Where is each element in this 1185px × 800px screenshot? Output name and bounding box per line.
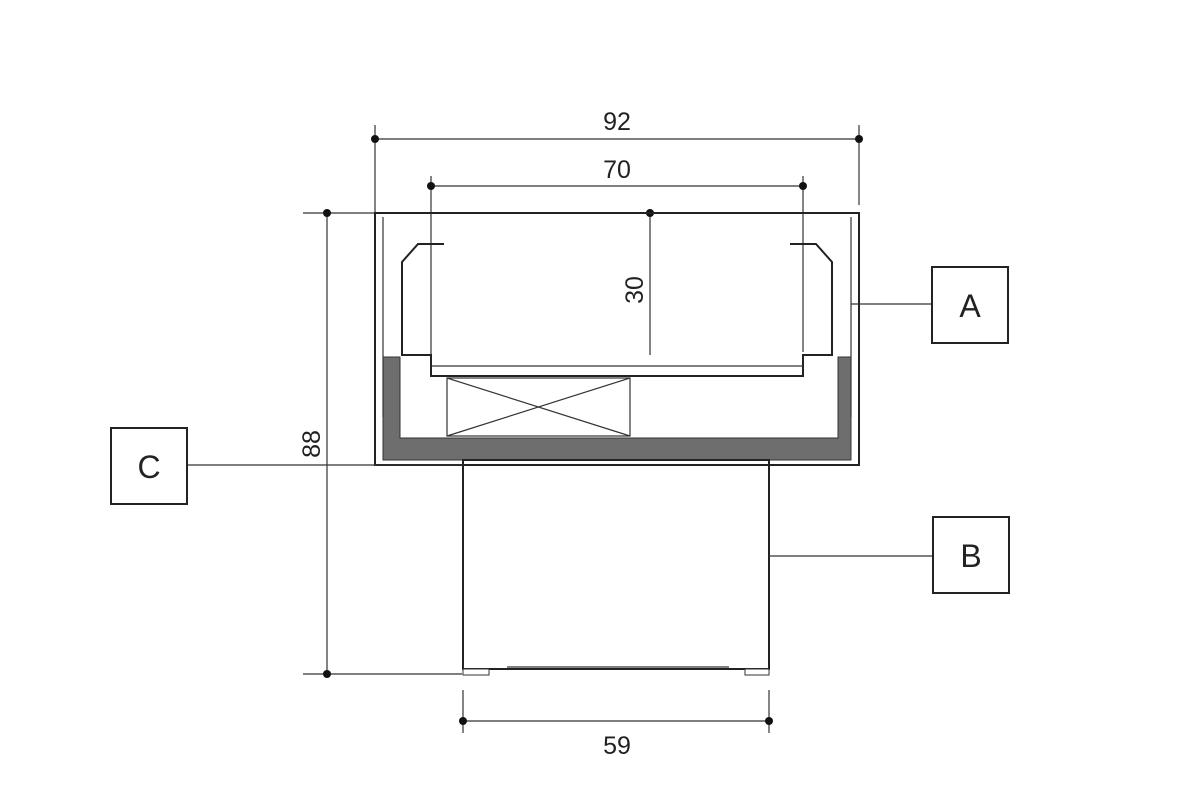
insulation-liner bbox=[382, 356, 852, 461]
callout-c-label: C bbox=[137, 449, 160, 485]
dimension-overall-height: 88 bbox=[298, 209, 462, 678]
overall-height-label: 88 bbox=[298, 430, 326, 458]
compressor-box bbox=[446, 377, 631, 437]
callout-a-label: A bbox=[959, 288, 981, 324]
callout-a: A bbox=[851, 266, 1009, 344]
callout-c: C bbox=[110, 427, 463, 505]
dimension-depth: 30 bbox=[621, 209, 654, 355]
callout-b-label: B bbox=[960, 538, 981, 574]
callout-b: B bbox=[769, 516, 1010, 594]
depth-label: 30 bbox=[621, 276, 649, 304]
foot-left bbox=[462, 668, 490, 676]
dimension-inner-width: 70 bbox=[427, 156, 807, 375]
inner-pan bbox=[401, 243, 833, 377]
lower-cabinet bbox=[462, 459, 770, 676]
overall-width-label: 92 bbox=[603, 108, 631, 136]
foot-right bbox=[744, 668, 770, 676]
inner-width-label: 70 bbox=[603, 156, 631, 184]
upper-tub bbox=[374, 212, 860, 466]
base-width-label: 59 bbox=[603, 732, 631, 760]
dimension-base-width: 59 bbox=[459, 690, 773, 760]
